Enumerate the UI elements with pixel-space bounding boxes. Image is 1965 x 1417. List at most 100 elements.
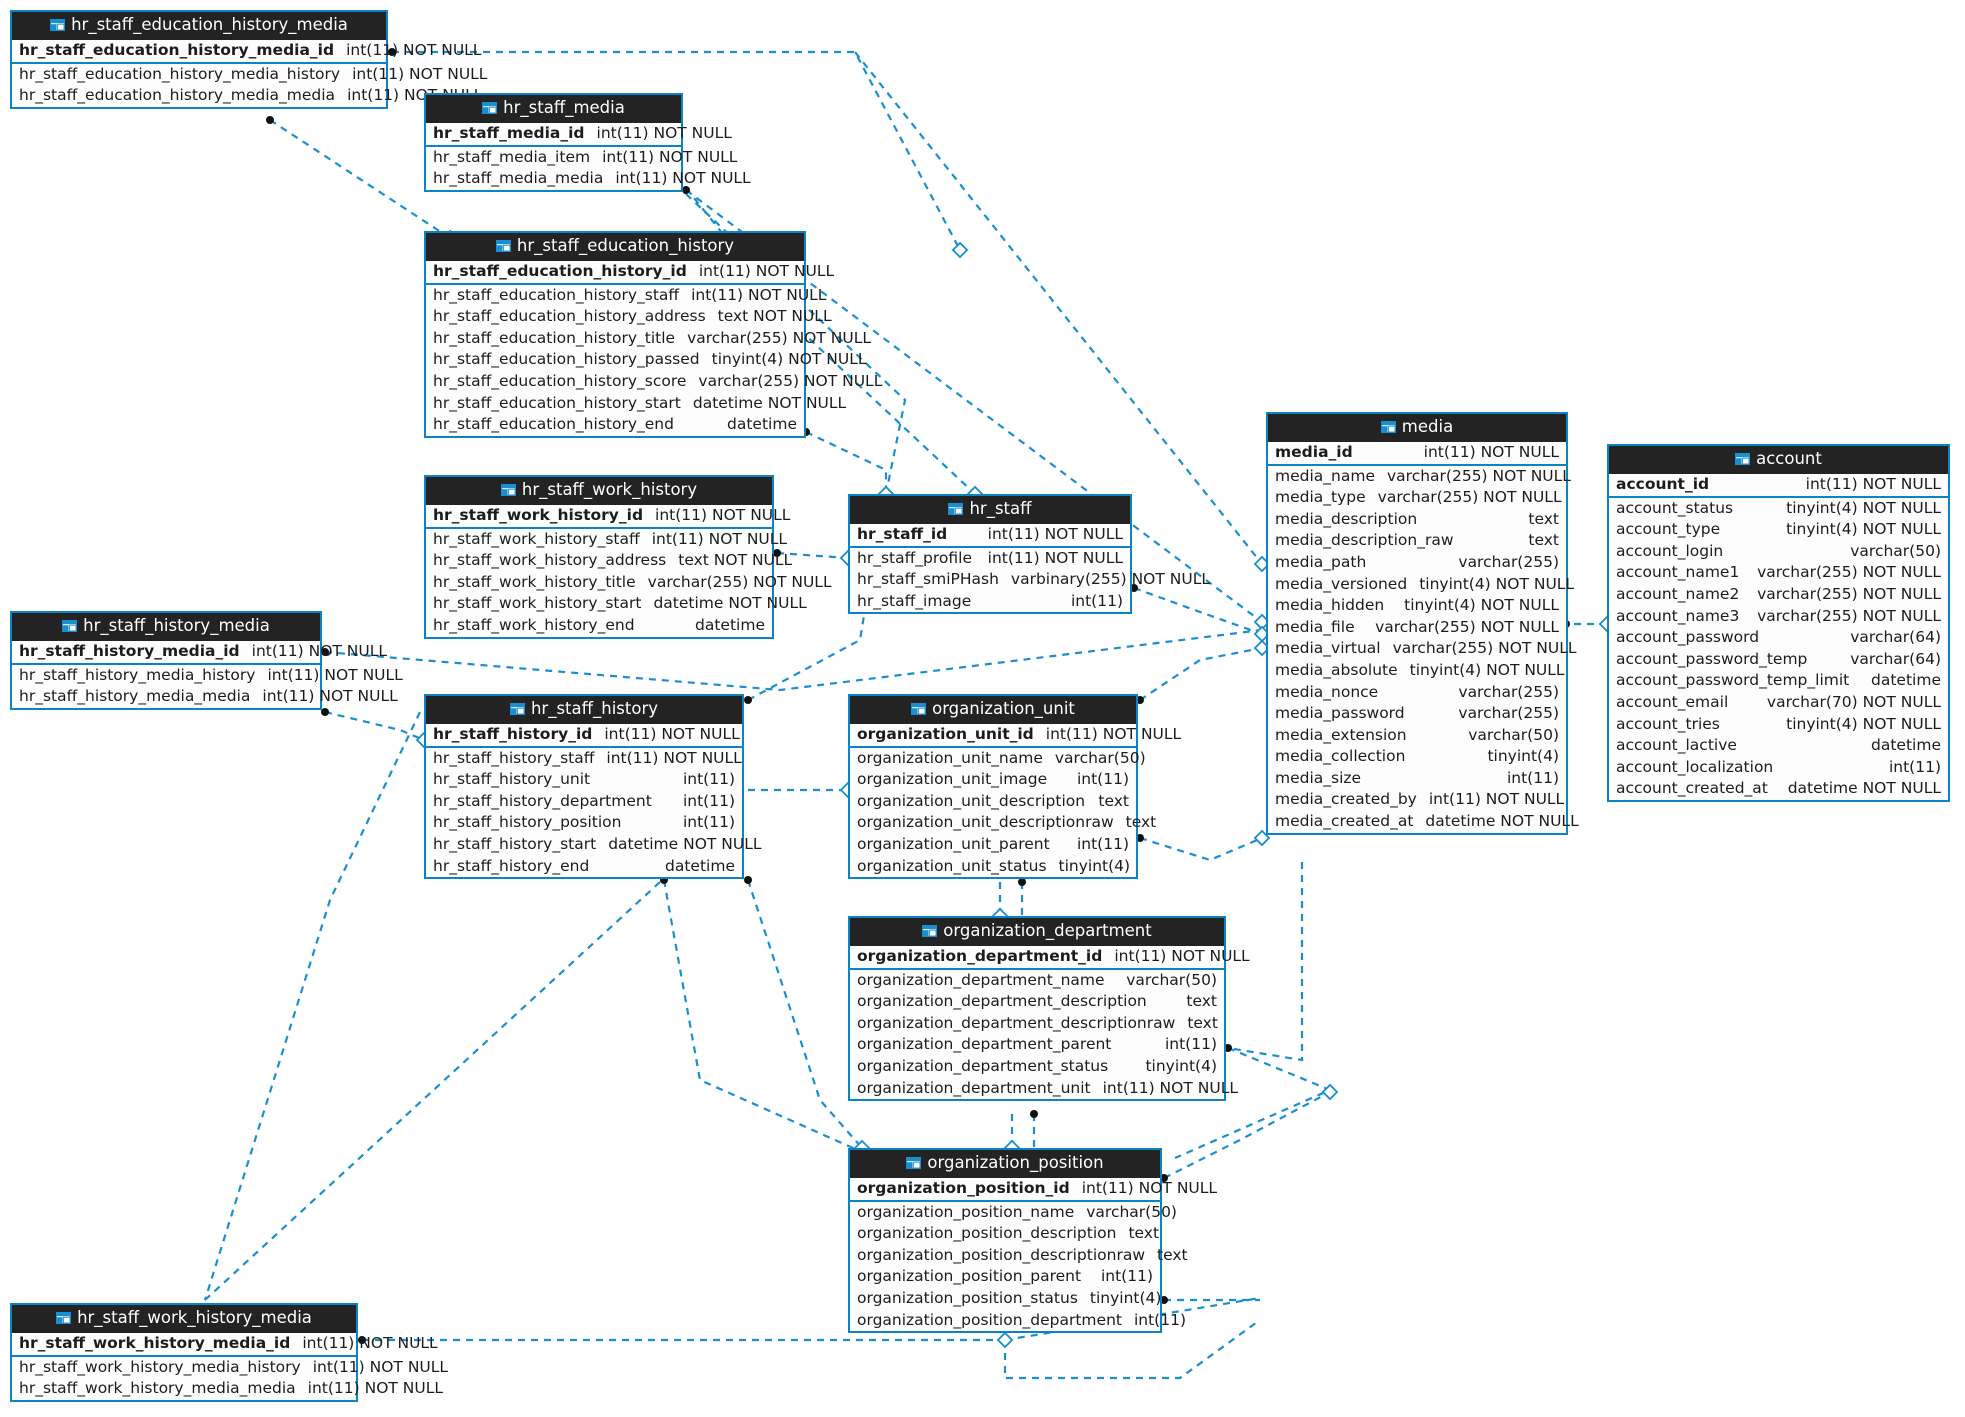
column-type: int(11) NOT NULL	[604, 724, 740, 743]
column-name: organization_position_parent	[857, 1267, 1082, 1286]
column-type: tinyint(4) NOT NULL	[1409, 660, 1565, 679]
column-type: varchar(255) NOT NULL	[1387, 466, 1571, 485]
column-type: int(11) NOT NULL	[691, 285, 827, 304]
column-name: organization_unit_name	[857, 748, 1043, 767]
column-type: int(11) NOT NULL	[987, 524, 1123, 543]
column-type: int(11) NOT NULL	[698, 261, 835, 280]
column-type: int(11)	[1076, 770, 1129, 789]
column-row-media_absolute: media_absolute tinyint(4) NOT NULL	[1268, 660, 1566, 682]
column-type: varchar(50)	[1850, 541, 1941, 560]
column-name: media_created_by	[1275, 790, 1417, 809]
column-name: media_name	[1275, 466, 1375, 485]
entity-table-organization_department[interactable]: organization_department organization_dep…	[848, 916, 1250, 1102]
column-row-media_id: media_id int(11) NOT NULL	[1268, 442, 1566, 464]
column-name: organization_position_department	[857, 1310, 1122, 1329]
column-type: int(11) NOT NULL	[312, 1357, 449, 1376]
column-name: account_name1	[1616, 563, 1740, 582]
column-type: int(11) NOT NULL	[606, 748, 742, 767]
entity-table-hr_staff_work_history_media[interactable]: hr_staff_work_history_media hr_staff_wor…	[10, 1303, 448, 1402]
table-icon	[948, 503, 964, 516]
column-type: datetime NOT NULL	[608, 834, 762, 853]
entity-title: hr_staff_history_media	[83, 616, 270, 635]
column-type: datetime NOT NULL	[1425, 812, 1579, 831]
column-type: varchar(255) NOT NULL	[647, 572, 832, 591]
column-name: hr_staff_history_end	[433, 856, 590, 875]
table-icon	[509, 703, 525, 716]
column-name: account_created_at	[1616, 779, 1768, 798]
column-type: tinyint(4) NOT NULL	[1419, 574, 1575, 593]
column-name: hr_staff_work_history_title	[433, 572, 636, 591]
column-name: hr_staff_work_history_staff	[433, 529, 640, 548]
entity-title: hr_staff	[969, 499, 1032, 518]
column-list: hr_staff_education_history_media_history…	[12, 63, 487, 107]
entity-table-hr_staff_education_history[interactable]: hr_staff_education_history hr_staff_educ…	[424, 231, 882, 438]
column-row-organization_position_id: organization_position_id int(11) NOT NUL…	[850, 1178, 1217, 1200]
primary-key-row: media_id int(11) NOT NULL	[1268, 441, 1566, 466]
column-type: int(11) NOT NULL	[615, 169, 751, 188]
entity-title: hr_staff_education_history_media	[71, 15, 348, 34]
column-name: organization_department_description	[857, 992, 1147, 1011]
column-type: int(11) NOT NULL	[987, 548, 1123, 567]
column-row-hr_staff_work_history_media_id: hr_staff_work_history_media_id int(11) N…	[12, 1333, 438, 1355]
relation-line	[805, 431, 888, 494]
table-icon	[482, 102, 498, 115]
column-name: hr_staff_media_media	[433, 169, 604, 188]
entity-table-organization_position[interactable]: organization_position organization_posit…	[848, 1148, 1217, 1334]
column-name: hr_staff_work_history_id	[433, 505, 644, 524]
entity-table-organization_unit[interactable]: organization_unit organization_unit_id i…	[848, 694, 1181, 880]
column-type: varchar(64)	[1850, 628, 1941, 647]
column-row-hr_staff_history_media_id: hr_staff_history_media_id int(11) NOT NU…	[12, 641, 387, 663]
entity-table-hr_staff_media[interactable]: hr_staff_media hr_staff_media_id int(11)…	[424, 93, 751, 192]
column-type: int(11) NOT NULL	[1805, 474, 1941, 493]
column-row-hr_staff_education_history_id: hr_staff_education_history_id int(11) NO…	[426, 261, 834, 283]
column-name: media_absolute	[1275, 660, 1398, 679]
column-type: int(11) NOT NULL	[1423, 442, 1559, 461]
column-type: int(11)	[682, 813, 735, 832]
column-type: text	[1528, 509, 1559, 528]
column-type: int(11) NOT NULL	[262, 687, 398, 706]
column-row-hr_staff_work_history_id: hr_staff_work_history_id int(11) NOT NUL…	[426, 505, 790, 527]
entity-table-hr_staff_education_history_media[interactable]: hr_staff_education_history_media hr_staf…	[10, 10, 487, 109]
column-name: hr_staff_education_history_media_history	[19, 64, 341, 83]
column-row-hr_staff_education_history_media_history: hr_staff_education_history_media_history…	[12, 64, 487, 86]
entity-title: hr_staff_work_history	[521, 480, 698, 499]
entity-table-account[interactable]: account account_id int(11) NOT NULL acco…	[1607, 444, 1950, 802]
relation-line	[662, 879, 863, 1154]
column-name: media_extension	[1275, 725, 1407, 744]
entity-table-hr_staff[interactable]: hr_staff hr_staff_id int(11) NOT NULL hr…	[848, 494, 1210, 615]
column-type: int(11) NOT NULL	[302, 1333, 438, 1352]
column-type: tinyint(4)	[1058, 856, 1131, 875]
entity-table-hr_staff_history_media[interactable]: hr_staff_history_media hr_staff_history_…	[10, 611, 403, 710]
entity-table-media[interactable]: media media_id int(11) NOT NULL media_na…	[1266, 412, 1579, 835]
primary-key-row: hr_staff_history_id int(11) NOT NULL	[426, 723, 742, 748]
relation-line	[1163, 1091, 1331, 1179]
column-name: media_hidden	[1275, 596, 1385, 615]
entity-table-hr_staff_history[interactable]: hr_staff_history hr_staff_history_id int…	[424, 694, 762, 880]
entity-header: hr_staff_work_history	[426, 477, 772, 505]
primary-key-row: hr_staff_work_history_media_id int(11) N…	[12, 1332, 438, 1357]
column-row-media_name: media_name varchar(255) NOT NULL	[1268, 466, 1571, 488]
entity-table-hr_staff_work_history[interactable]: hr_staff_work_history hr_staff_work_hist…	[424, 475, 832, 639]
